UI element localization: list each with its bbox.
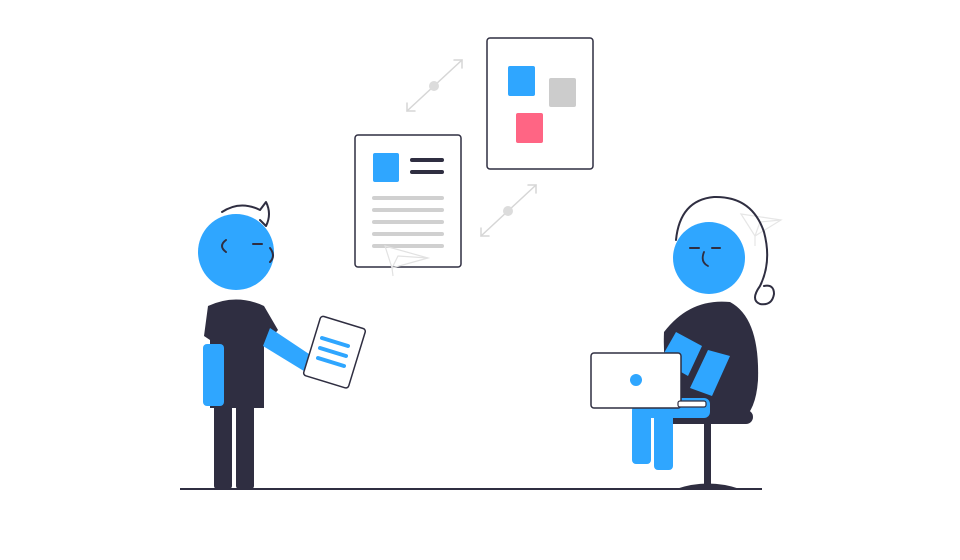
shin [632, 406, 651, 464]
hair [675, 195, 775, 306]
board-tile-blue [508, 66, 535, 96]
board-tile-gray [549, 78, 576, 107]
nose [269, 247, 274, 263]
left-leg [214, 398, 232, 489]
hair [221, 201, 270, 227]
paper-plane-icon [739, 213, 783, 246]
ear [221, 239, 227, 253]
nose [701, 251, 709, 267]
document-icon [302, 315, 367, 389]
board-card [486, 37, 594, 170]
board-tile-pink [516, 113, 543, 143]
double-arrow-icon [406, 59, 463, 112]
head [198, 214, 274, 290]
left-arm [203, 344, 224, 406]
document-thumbnail [373, 153, 399, 182]
paper-plane-icon [384, 245, 431, 277]
double-arrow-icon [480, 184, 537, 237]
arm [690, 350, 730, 396]
right-arm [263, 328, 318, 376]
document-card [354, 134, 462, 268]
right-leg [236, 398, 254, 489]
sitting-person [590, 195, 775, 489]
standing-person [198, 201, 367, 489]
laptop-icon [590, 352, 707, 409]
shin [654, 412, 673, 470]
head [673, 222, 745, 294]
chair [660, 410, 753, 489]
